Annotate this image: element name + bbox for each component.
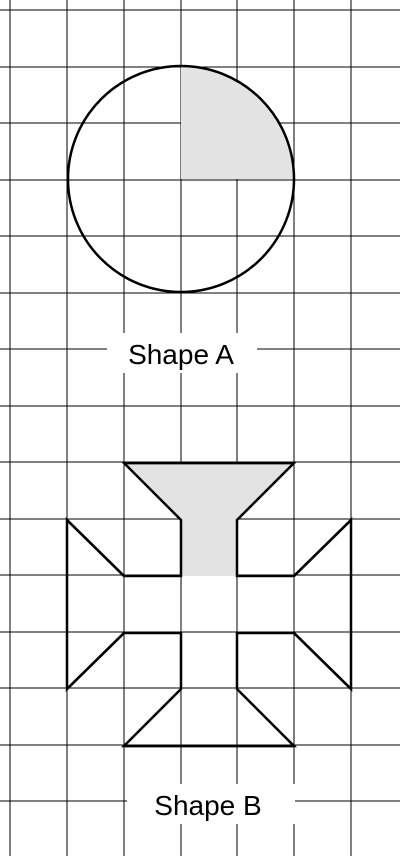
- shape-a-circle: [66, 64, 296, 294]
- shape-a-label-backdrop: [107, 333, 257, 373]
- shape-b-diagonal-bottom-left: [66, 632, 125, 690]
- shape-b-diagonal-top-left: [66, 519, 125, 577]
- shape-a: Shape A: [66, 64, 296, 373]
- shape-a-label: Shape A: [128, 339, 234, 370]
- shape-b: Shape B: [65, 461, 353, 824]
- shape-b-diagonal-bottom-right: [293, 632, 352, 690]
- shape-b-diagonal-top-right: [293, 519, 352, 577]
- shape-b-label: Shape B: [154, 790, 261, 821]
- shape-a-shaded-quarter: [181, 66, 294, 179]
- shape-b-label-backdrop: [127, 784, 295, 824]
- shape-b-shaded-region: [124, 463, 294, 576]
